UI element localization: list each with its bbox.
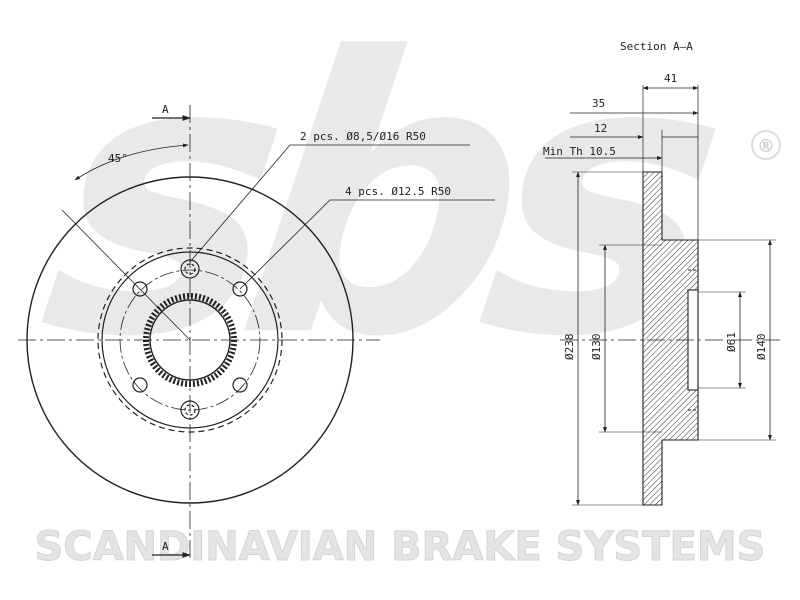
callout-leader-large-holes <box>239 199 495 290</box>
min-thickness-label: Min Th 10.5 <box>543 145 616 158</box>
dim-12-label: 12 <box>594 122 607 135</box>
dim-140-label: Ø140 <box>755 334 768 361</box>
large-hole-bottom-right <box>232 377 248 393</box>
registered-mark: ® <box>751 130 781 160</box>
dim-130-label: Ø130 <box>590 334 603 361</box>
hub-spline-outer <box>143 293 237 387</box>
hub-bore <box>149 299 231 381</box>
dim-35-label: 35 <box>592 97 605 110</box>
callout-large-holes: 4 pcs. Ø12.5 R50 <box>345 185 451 198</box>
small-hole-bottom <box>180 400 200 420</box>
angle-label: 45° <box>108 152 128 165</box>
section-view <box>545 85 780 506</box>
dim-61-label: Ø61 <box>725 332 738 352</box>
large-hole-bottom-left <box>132 377 148 393</box>
front-view <box>18 105 495 560</box>
callout-leader-small-holes <box>189 144 470 263</box>
bolt-circle <box>119 269 261 411</box>
callout-small-holes: 2 pcs. Ø8,5/Ø16 R50 <box>300 130 426 143</box>
sbs-watermark: sbs ® SCANDINAVIAN BRAKE SYSTEMS <box>24 0 781 571</box>
disc-outer-edge <box>26 176 354 504</box>
angle-arc <box>74 143 189 181</box>
section-title: Section A–A <box>620 40 693 53</box>
large-hole-top-left <box>132 281 148 297</box>
section-marker-bottom: A <box>162 540 169 553</box>
small-hole-top <box>180 259 200 279</box>
registered-symbol: ® <box>757 136 775 157</box>
large-hole-top-right <box>232 281 248 297</box>
hat-outer-edge <box>101 251 279 429</box>
angle-reference-line <box>61 209 191 341</box>
hat-outer-hidden <box>97 247 283 433</box>
dim-238-label: Ø238 <box>563 334 576 361</box>
sbs-logo-text: sbs <box>24 0 738 421</box>
company-name-watermark: SCANDINAVIAN BRAKE SYSTEMS <box>35 524 766 570</box>
dim-41-label: 41 <box>664 72 677 85</box>
section-marker-top: A <box>162 103 169 116</box>
